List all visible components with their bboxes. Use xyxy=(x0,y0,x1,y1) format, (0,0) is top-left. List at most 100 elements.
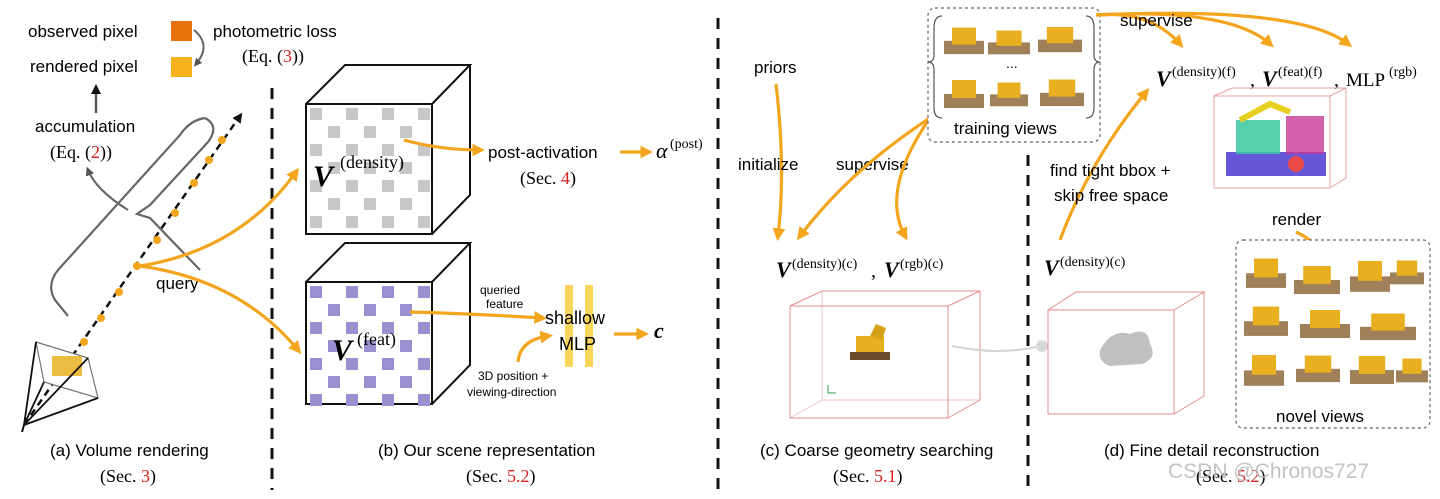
voxel-cell xyxy=(400,376,412,388)
v-rgb-c-symbol: V xyxy=(884,257,901,282)
coarse-to-fine-connector xyxy=(951,345,1041,352)
voxel-cell xyxy=(382,358,394,370)
voxel-cell xyxy=(346,286,358,298)
thumbnail-bulldozer xyxy=(1046,27,1074,44)
voxel-cell xyxy=(328,162,340,174)
voxel-cell xyxy=(328,126,340,138)
voxel-cell xyxy=(310,144,322,156)
novel-views-label: novel views xyxy=(1276,407,1364,426)
voxel-cell xyxy=(418,322,430,334)
voxel-cell xyxy=(310,394,322,406)
thumbnail-ground xyxy=(988,42,1030,55)
voxel-cell xyxy=(310,108,322,120)
loss-arrow xyxy=(193,29,205,67)
voxel-cell xyxy=(364,376,376,388)
voxel-cell xyxy=(364,198,376,210)
rendered-pixel-swatch xyxy=(171,57,192,77)
observed-pixel-swatch xyxy=(171,21,192,41)
mlp-rgb-label: MLP xyxy=(1346,70,1385,91)
mlp-bar-left xyxy=(565,285,573,367)
voxel-cell xyxy=(310,286,322,298)
voxel-cell xyxy=(346,216,358,228)
posdir-label-1: 3D position + xyxy=(478,369,548,383)
thumbnail-bulldozer xyxy=(1303,266,1331,284)
voxel-cell xyxy=(310,216,322,228)
eq3-ref: (Eq. (3)) xyxy=(242,46,304,67)
thumbnail-bulldozer xyxy=(1254,258,1278,278)
voxel-cell xyxy=(346,358,358,370)
v-density-f-sup: (density)(f) xyxy=(1172,65,1236,80)
v-density-sup: (density) xyxy=(340,152,404,173)
panel-b: V (density) post-activation (Sec. 4) α (… xyxy=(305,64,703,487)
voxel-cell xyxy=(346,394,358,406)
mlp-rgb-sup: (rgb) xyxy=(1389,65,1417,80)
v-feat-f-sup: (feat)(f) xyxy=(1278,65,1323,80)
thumbnail-bulldozer xyxy=(952,27,976,45)
priors-arrow xyxy=(772,83,786,242)
novel-view-thumbnails xyxy=(1244,258,1428,386)
initialize-label: initialize xyxy=(738,155,798,174)
panel-d-sec: (Sec. 5.2) xyxy=(1196,466,1265,487)
bracket-to-accum-arrow xyxy=(85,166,129,211)
panel-c: priors initialize supervise V (density)(… xyxy=(738,58,993,487)
queried-feature-label-1: queried xyxy=(480,283,520,297)
v-feat-symbol: V xyxy=(332,334,355,367)
panel-b-sec: (Sec. 5.2) xyxy=(466,466,535,487)
thumbnail-bulldozer xyxy=(997,82,1021,98)
thumbnail-bulldozer xyxy=(1358,356,1386,374)
voxel-cell xyxy=(346,180,358,192)
v-density-symbol: V xyxy=(313,160,336,193)
thumbnail-bulldozer xyxy=(996,30,1022,46)
voxel-cell xyxy=(310,322,322,334)
thumbnail-bulldozer xyxy=(1048,79,1076,97)
render-label: render xyxy=(1272,210,1321,229)
supervise-label-d: supervise xyxy=(1120,11,1193,30)
voxel-cell xyxy=(418,216,430,228)
voxel-cell xyxy=(418,180,430,192)
thumbnail-bulldozer xyxy=(1402,358,1422,374)
query-label: query xyxy=(156,274,199,293)
eq2-ref: (Eq. (2)) xyxy=(50,142,112,163)
voxel-cell xyxy=(346,108,358,120)
watermark-text: CSDN @Chronos727 xyxy=(1168,460,1369,483)
alpha-symbol: α xyxy=(656,138,668,163)
thumbnail-ground xyxy=(1390,272,1424,285)
ray-sample-points xyxy=(80,136,226,346)
thumbnail-bulldozer xyxy=(1252,355,1276,375)
v-density-c-symbol: V xyxy=(776,257,793,282)
voxel-cell xyxy=(418,144,430,156)
coarse-bulldozer-image xyxy=(850,324,890,360)
voxel-cell xyxy=(418,358,430,370)
thumbnail-bulldozer xyxy=(1304,355,1332,373)
coarse-bbox-cube xyxy=(789,290,981,419)
axis-gizmo xyxy=(827,385,836,394)
find-bbox-label-1: find tight bbox + xyxy=(1050,161,1171,180)
panel-b-caption: (b) Our scene representation xyxy=(378,441,595,460)
c-symbol: c xyxy=(654,318,664,343)
training-view-thumbnails xyxy=(927,15,1101,119)
voxel-cell xyxy=(382,180,394,192)
voxel-cell xyxy=(328,376,340,388)
feat-voxel-grid xyxy=(305,242,473,406)
voxel-cell xyxy=(382,394,394,406)
voxel-cell xyxy=(328,304,340,316)
panel-d: ... training views supervise V (density)… xyxy=(927,7,1431,487)
query-to-density-arrow xyxy=(139,167,299,268)
thumbnail-bulldozer xyxy=(1358,261,1382,281)
voxel-cell xyxy=(364,162,376,174)
comma-c: , xyxy=(871,260,876,282)
find-bbox-label-2: skip free space xyxy=(1054,186,1168,205)
v-feat-sup: (feat) xyxy=(357,329,396,350)
density-voxel-grid xyxy=(305,64,473,235)
thumbnail-bulldozer xyxy=(1252,306,1280,326)
ellipsis-label: ... xyxy=(1006,55,1018,71)
fine-model-render xyxy=(1213,87,1347,189)
thumbnail-ground xyxy=(1396,370,1428,383)
sec4-ref: (Sec. 4) xyxy=(520,168,576,189)
train-to-density-c-arrow xyxy=(796,116,931,241)
voxel-cell xyxy=(364,340,376,352)
panel-a: observed pixel rendered pixel photometri… xyxy=(21,21,337,487)
panel-a-sec: (Sec. 3) xyxy=(100,466,156,487)
mlp-label: MLP xyxy=(559,334,596,354)
post-activation-label: post-activation xyxy=(488,143,598,162)
